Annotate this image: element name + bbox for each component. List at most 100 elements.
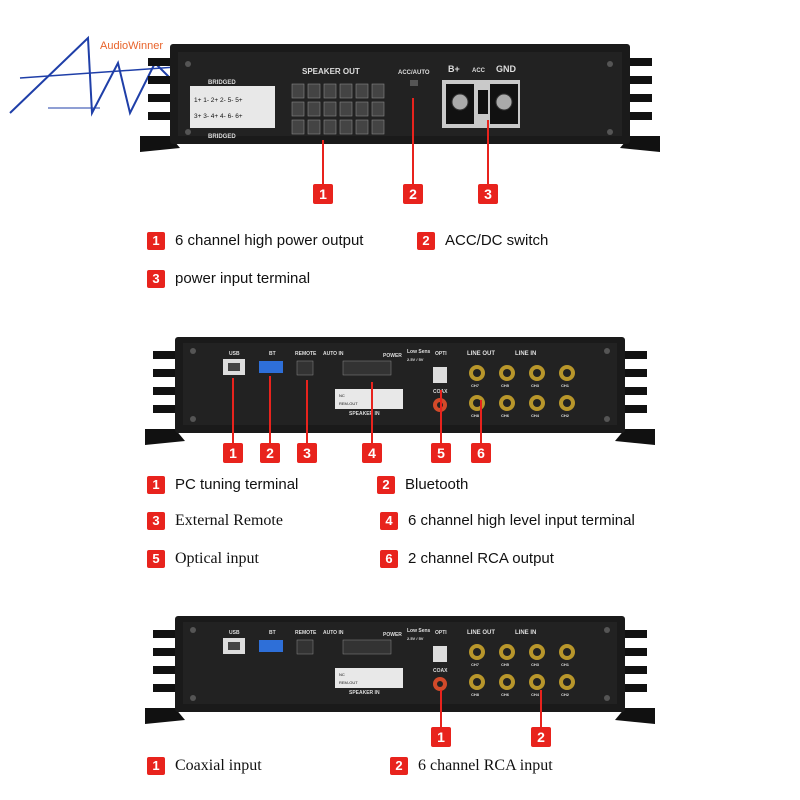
svg-text:NC: NC: [339, 672, 345, 677]
svg-text:CH5: CH5: [501, 383, 510, 388]
legend-p3-badge-2: 2: [390, 757, 408, 775]
svg-text:NC: NC: [339, 393, 345, 398]
svg-text:REM-OUT: REM-OUT: [339, 401, 358, 406]
svg-text:USB: USB: [229, 351, 240, 357]
legend-text-power-input: power input terminal: [175, 270, 311, 287]
leader-line-p2-3: [306, 380, 308, 444]
legend-text-high-level-input: 6 channel high level input terminal: [408, 512, 635, 529]
leader-line-p2-1: [232, 378, 234, 444]
leader-line-p2-5: [440, 390, 442, 444]
svg-text:AUTO IN: AUTO IN: [323, 351, 344, 357]
leader-line-1: [322, 140, 324, 184]
svg-text:POWER: POWER: [383, 632, 402, 638]
marker-p2-5: 5: [431, 443, 451, 463]
leader-line-p3-2: [540, 690, 542, 728]
marker-p3-2: 2: [531, 727, 551, 747]
svg-text:USB: USB: [229, 630, 240, 636]
svg-text:CH6: CH6: [501, 413, 510, 418]
svg-text:CH8: CH8: [471, 413, 480, 418]
legend-p2-badge-4: 4: [380, 512, 398, 530]
legend-text-pc-tuning: PC tuning terminal: [175, 476, 299, 493]
svg-text:SPEAKER IN: SPEAKER IN: [349, 690, 380, 696]
svg-text:GND: GND: [496, 64, 517, 74]
svg-text:AUTO IN: AUTO IN: [323, 630, 344, 636]
legend-badge-1: 1: [147, 232, 165, 250]
svg-text:POWER: POWER: [383, 353, 402, 359]
marker-p2-6: 6: [471, 443, 491, 463]
svg-text:CH3: CH3: [531, 662, 540, 667]
legend-p2-badge-3: 3: [147, 512, 165, 530]
marker-p2-4: 4: [362, 443, 382, 463]
svg-text:BRIDGED: BRIDGED: [208, 134, 236, 140]
marker-3: 3: [478, 184, 498, 204]
leader-line-p2-2: [269, 376, 271, 444]
marker-p2-2: 2: [260, 443, 280, 463]
svg-text:LINE IN: LINE IN: [515, 630, 536, 636]
svg-text:CH7: CH7: [471, 383, 480, 388]
marker-1: 1: [313, 184, 333, 204]
svg-text:Low Sens: Low Sens: [407, 349, 431, 355]
svg-text:COAX: COAX: [433, 668, 448, 674]
svg-text:CH3: CH3: [531, 383, 540, 388]
legend-p3-badge-1: 1: [147, 757, 165, 775]
legend-text-acc-switch: ACC/DC switch: [445, 232, 549, 249]
svg-text:CH6: CH6: [501, 692, 510, 697]
leader-line-p2-4: [371, 382, 373, 444]
leader-line-2: [412, 98, 414, 184]
svg-text:REMOTE: REMOTE: [295, 351, 317, 357]
legend-badge-2: 2: [417, 232, 435, 250]
leader-line-p3-1: [440, 690, 442, 728]
legend-badge-3: 3: [147, 270, 165, 288]
legend-text-rca-input: 6 channel RCA input: [418, 757, 553, 774]
legend-p2-badge-6: 6: [380, 550, 398, 568]
amplifier-rear-panel-3: USB BT REMOTE AUTO IN POWER NC REM-OUT S…: [145, 616, 655, 724]
legend-text-speaker-output: 6 channel high power output: [175, 232, 364, 249]
svg-text:OPTI: OPTI: [435, 351, 447, 357]
leader-line-p2-6: [480, 400, 482, 444]
svg-text:LINE OUT: LINE OUT: [467, 351, 495, 357]
amplifier-rear-panel-2: USB BT REMOTE AUTO IN POWER NC REM-OUT S…: [145, 337, 655, 445]
svg-text:SPEAKER OUT: SPEAKER OUT: [302, 67, 360, 76]
svg-text:ACC: ACC: [472, 68, 486, 74]
svg-text:CH5: CH5: [501, 662, 510, 667]
marker-p2-3: 3: [297, 443, 317, 463]
brand-name: AudioWinner: [100, 40, 163, 52]
svg-text:REM-OUT: REM-OUT: [339, 680, 358, 685]
legend-text-bluetooth: Bluetooth: [405, 476, 469, 493]
svg-text:BRIDGED: BRIDGED: [208, 80, 236, 86]
svg-text:1+ 1- 2+ 2- 5- 5+: 1+ 1- 2+ 2- 5- 5+: [194, 97, 243, 104]
svg-text:REMOTE: REMOTE: [295, 630, 317, 636]
svg-text:CH1: CH1: [561, 383, 570, 388]
svg-text:2.5V / 5V: 2.5V / 5V: [407, 636, 424, 641]
svg-text:ACC/AUTO: ACC/AUTO: [398, 70, 430, 76]
svg-text:LINE IN: LINE IN: [515, 351, 536, 357]
legend-text-optical-input: Optical input: [175, 550, 259, 567]
legend-text-external-remote: External Remote: [175, 512, 283, 529]
svg-text:3+ 3- 4+ 4- 6- 6+: 3+ 3- 4+ 4- 6- 6+: [194, 113, 243, 120]
legend-p2-badge-2: 2: [377, 476, 395, 494]
svg-text:B+: B+: [448, 64, 460, 74]
marker-2: 2: [403, 184, 423, 204]
amplifier-rear-panel-1: BRIDGED 1+ 1- 2+ 2- 5- 5+ 3+ 3- 4+ 4- 6-…: [140, 44, 660, 152]
svg-text:CH4: CH4: [531, 413, 540, 418]
svg-text:CH2: CH2: [561, 413, 570, 418]
svg-text:2.5V / 5V: 2.5V / 5V: [407, 357, 424, 362]
svg-text:Low Sens: Low Sens: [407, 628, 431, 634]
leader-line-3: [487, 120, 489, 184]
svg-text:OPTI: OPTI: [435, 630, 447, 636]
svg-text:BT: BT: [269, 630, 276, 636]
svg-text:CH1: CH1: [561, 662, 570, 667]
svg-text:CH8: CH8: [471, 692, 480, 697]
legend-p2-badge-1: 1: [147, 476, 165, 494]
svg-text:CH4: CH4: [531, 692, 540, 697]
legend-text-coaxial-input: Coaxial input: [175, 757, 262, 774]
legend-p2-badge-5: 5: [147, 550, 165, 568]
svg-text:LINE OUT: LINE OUT: [467, 630, 495, 636]
legend-text-rca-output: 2 channel RCA output: [408, 550, 554, 567]
marker-p2-1: 1: [223, 443, 243, 463]
svg-text:BT: BT: [269, 351, 276, 357]
svg-text:CH2: CH2: [561, 692, 570, 697]
svg-text:SPEAKER IN: SPEAKER IN: [349, 411, 380, 417]
marker-p3-1: 1: [431, 727, 451, 747]
svg-text:CH7: CH7: [471, 662, 480, 667]
